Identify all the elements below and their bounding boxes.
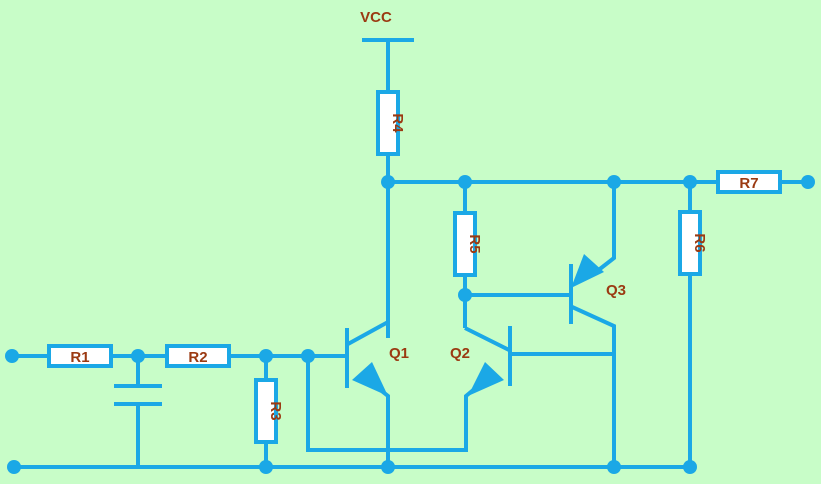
junctions xyxy=(5,175,815,474)
junction-dot xyxy=(683,175,697,189)
resistor-r2 xyxy=(165,344,231,368)
resistor-label-r5: R5 xyxy=(466,234,483,253)
resistor-label-r6: R6 xyxy=(691,233,708,252)
q2-emitter-arrow xyxy=(468,362,504,396)
q3-collector-wire xyxy=(569,304,616,467)
output-terminal xyxy=(801,175,815,189)
transistor-bars xyxy=(345,264,573,388)
resistor-label-r7: R7 xyxy=(739,175,758,192)
junction-dot xyxy=(131,349,145,363)
resistor-r1 xyxy=(47,344,113,368)
junction-dot xyxy=(259,349,273,363)
resistor-label-r4: R4 xyxy=(389,113,406,133)
resistor-label-r1: R1 xyxy=(70,349,89,366)
resistor-label-r3: R3 xyxy=(267,401,284,420)
emitter-arrows xyxy=(352,254,604,396)
q3-emitter-arrow xyxy=(571,254,604,288)
q1-emitter-arrow xyxy=(352,362,388,396)
junction-dot xyxy=(381,460,395,474)
junction-dot xyxy=(458,288,472,302)
q2-collector-lead xyxy=(464,326,510,352)
junction-dot xyxy=(607,175,621,189)
resistor-r5 xyxy=(453,211,477,277)
resistor-label-r2: R2 xyxy=(188,349,207,366)
transistor-label-q1: Q1 xyxy=(389,345,409,362)
ground-terminal xyxy=(7,460,21,474)
input-terminal xyxy=(5,349,19,363)
labels: VCC R1 R2 R7 R3 R4 R5 R6 Q1 Q2 Q3 xyxy=(70,9,758,421)
transistor-label-q2: Q2 xyxy=(450,345,470,362)
resistors xyxy=(47,90,782,444)
junction-dot xyxy=(381,175,395,189)
capacitor xyxy=(114,384,162,406)
resistor-r3 xyxy=(254,378,278,444)
q1-collector-lead xyxy=(347,320,389,346)
junction-dot xyxy=(607,460,621,474)
junction-dot xyxy=(458,175,472,189)
resistor-r7 xyxy=(716,170,782,194)
junction-dot xyxy=(301,349,315,363)
resistor-r4 xyxy=(376,90,400,156)
vcc-label: VCC xyxy=(360,9,392,26)
resistor-r6 xyxy=(678,210,702,276)
q3-emitter-wire xyxy=(594,182,616,274)
transistor-label-q3: Q3 xyxy=(606,282,626,299)
junction-dot xyxy=(683,460,697,474)
junction-dot xyxy=(259,460,273,474)
base-emitter-loop xyxy=(306,356,480,452)
